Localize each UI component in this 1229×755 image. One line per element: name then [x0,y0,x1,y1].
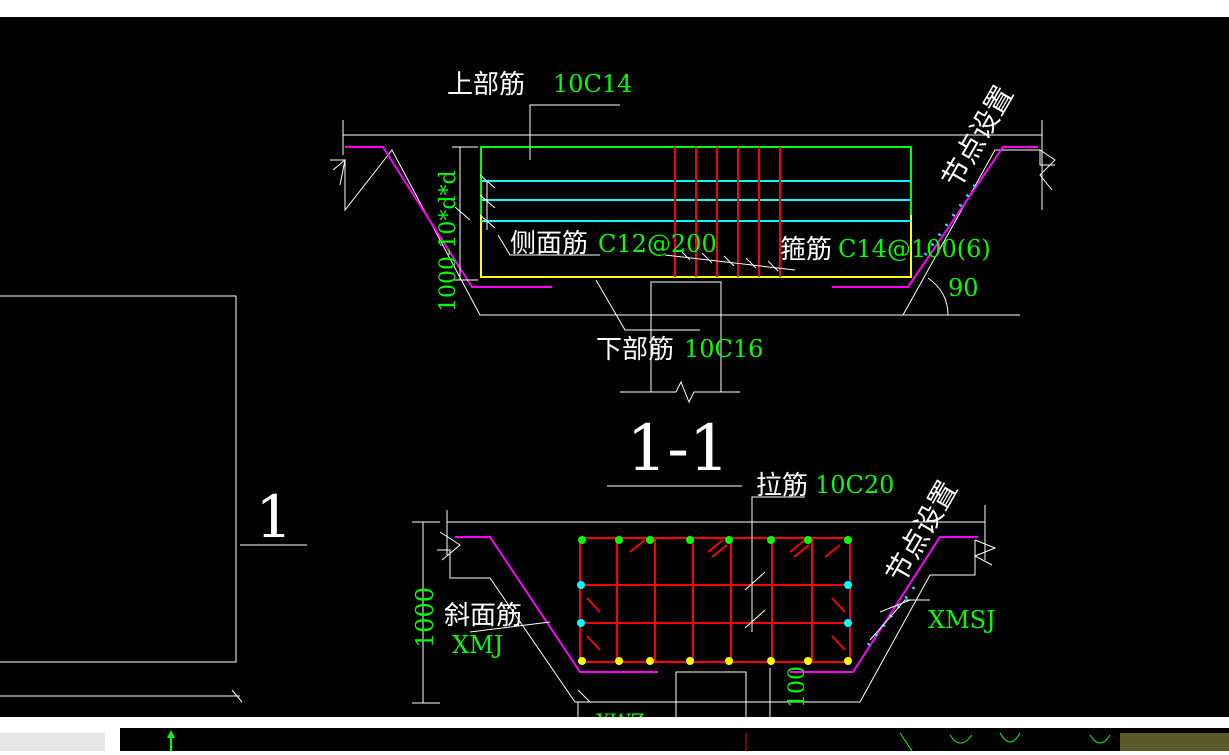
upper-rebar-leader [529,104,620,160]
depth-value: 1000 [411,587,439,648]
rebar-dots-side [577,581,852,627]
model-space-background [0,17,1229,717]
side-rebar-value: C12@200 [598,230,717,258]
rebar-dots-bottom [578,657,852,665]
slope-node-leader-2 [879,599,911,613]
slope-node-value: XMSJ [928,606,996,634]
ucs-arrow-icon [167,730,175,738]
dim-bottom-small: 100 [785,666,810,708]
tie-tick-1 [744,571,766,591]
bottom-strip-edge [0,717,1229,728]
slope-node-leader [869,599,930,641]
left-dim-tick [231,689,243,703]
side-rebar-label: 侧面筋 [510,229,588,259]
side-rebar-leader [497,234,600,256]
vertical-dims-top [452,146,496,281]
bottom-strip-yellow-block [1120,733,1229,751]
rebar-dots-top [578,536,852,544]
angle-arc [927,277,949,316]
break-symbol-left [332,158,346,186]
section-marker: 1 [256,483,293,551]
angle-value: 90 [948,274,979,302]
tie-tick-2 [744,609,766,629]
section-title: 1-1 [626,412,729,486]
lower-rebar-value: 10C16 [684,335,763,363]
node-dots-bottom [866,579,922,646]
tie-label: 拉筋 [756,471,808,501]
slope-rebar-left [345,146,552,288]
slope-rebar-label: 斜面筋 [444,601,522,631]
depth-label-top: 1000-10*d*d [436,170,461,312]
bottom-strip-green-curves [899,732,1111,752]
tie-leader [751,496,805,632]
left-outline [0,295,237,663]
bottom-strip-view [120,728,1229,751]
bottom-strip-tab[interactable] [0,733,105,751]
pit-outline-bottom [437,540,976,703]
tie-value: 10C20 [815,471,894,499]
stirrup-dim-ticks [664,249,796,272]
slope-rebar-value: XMJ [452,631,503,659]
slope-rebar-leader [469,621,551,633]
slope-rebar-bottom-left [455,536,658,673]
upper-rebar-label: 上部筋 [447,70,525,100]
stirrup-value: C14@100(6) [838,235,991,263]
bottom-cut-tick [577,689,591,703]
rebar-grid [579,537,851,663]
slope-rebar-bottom-right [790,536,978,673]
stirrup-group [674,147,781,277]
slope-rebar-right [832,146,1038,288]
lower-rebar-label: 下部筋 [596,335,674,365]
column-stub-bottom [675,671,747,718]
column-break-line [620,380,740,404]
break-symbol-bottom-left [439,531,461,561]
column-below [650,281,722,392]
stirrup-label: 箍筋 [780,235,832,265]
break-symbol-right [1039,149,1056,191]
pit-outline-left [330,149,1020,316]
lower-rebar-leader [595,279,700,331]
upper-rebar-value: 10C14 [553,70,632,98]
break-symbol-bottom-right [973,539,997,566]
